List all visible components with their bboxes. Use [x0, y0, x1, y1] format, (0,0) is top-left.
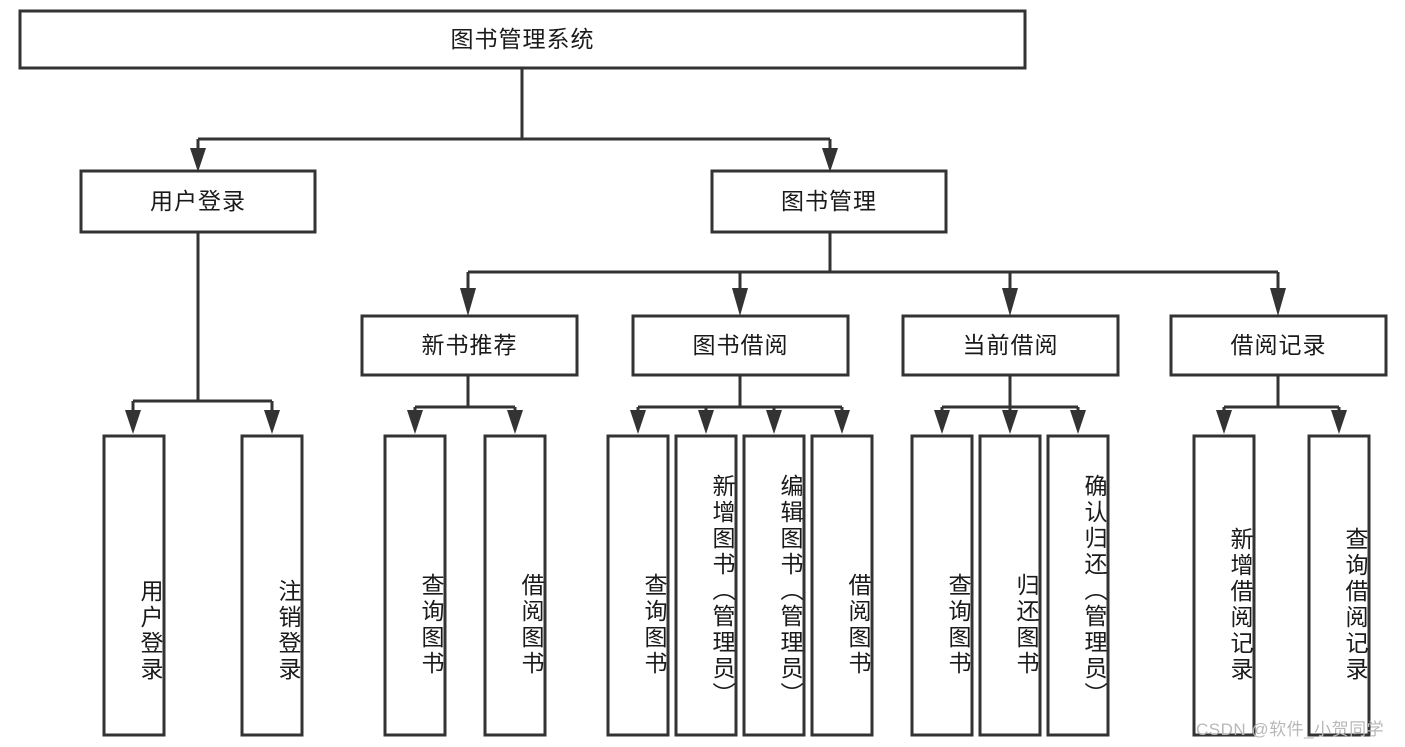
- node-box-new-book-rec[interactable]: [360, 314, 579, 377]
- node-box-borrow-record[interactable]: [1169, 314, 1388, 377]
- node-box-leaf-query-book-b[interactable]: [606, 434, 670, 737]
- edge-userlogin-to-leaves: [125, 232, 280, 434]
- node-box-leaf-query-book-c[interactable]: [910, 434, 974, 737]
- node-box-leaf-query-record[interactable]: [1307, 434, 1371, 737]
- edge-newbook-to-leaves: [407, 375, 523, 434]
- node-box-leaf-user-logout[interactable]: [240, 434, 304, 737]
- edge-borrowrecord-to-leaves: [1216, 375, 1347, 434]
- node-box-leaf-query-book-a[interactable]: [383, 434, 447, 737]
- node-box-leaf-user-login[interactable]: [102, 434, 166, 737]
- node-box-book-borrow[interactable]: [631, 314, 850, 377]
- edge-bookadmin-to-level3: [460, 232, 1286, 316]
- node-box-leaf-confirm-return[interactable]: [1046, 434, 1110, 737]
- edge-root-to-level2: [190, 68, 838, 172]
- node-box-leaf-return-book[interactable]: [978, 434, 1042, 737]
- node-box-leaf-add-book[interactable]: [674, 434, 738, 737]
- node-box-leaf-borrow-book-b[interactable]: [810, 434, 874, 737]
- node-box-leaf-edit-book[interactable]: [742, 434, 806, 737]
- node-box-user-login[interactable]: [79, 169, 317, 234]
- node-box-book-admin[interactable]: [710, 169, 948, 234]
- node-box-root[interactable]: [18, 9, 1027, 70]
- node-box-current-borrow[interactable]: [901, 314, 1120, 377]
- edge-bookborrow-to-leaves: [630, 375, 850, 434]
- edge-currentborrow-to-leaves: [934, 375, 1086, 434]
- csdn-watermark: CSDN @软件_小贺同学: [1196, 720, 1385, 739]
- node-box-leaf-add-record[interactable]: [1192, 434, 1256, 737]
- node-box-leaf-borrow-book-a[interactable]: [483, 434, 547, 737]
